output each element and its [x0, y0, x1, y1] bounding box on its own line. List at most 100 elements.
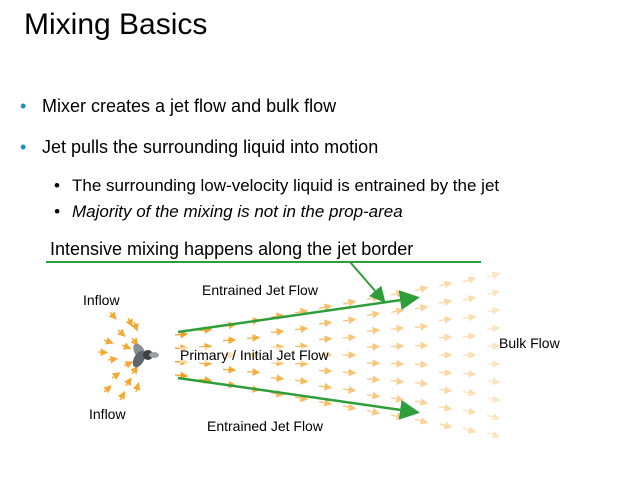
flow-arrow [342, 298, 357, 307]
flow-arrow [438, 333, 453, 342]
flow-arrow [103, 337, 114, 345]
label-inflow-bottom: Inflow [89, 406, 126, 422]
flow-arrow [390, 324, 405, 333]
bullet-dot: • [20, 137, 27, 157]
bullet-2: • Jet pulls the surrounding liquid into … [20, 137, 379, 158]
flow-arrow [486, 395, 501, 403]
flow-arrow [486, 271, 501, 280]
flow-arrow [121, 342, 132, 350]
flow-arrow [103, 385, 112, 394]
flow-arrow [438, 315, 453, 324]
label-entrained-bottom: Entrained Jet Flow [207, 418, 323, 434]
flow-arrow [342, 385, 357, 394]
flow-arrow [366, 375, 381, 384]
flow-arrow [366, 326, 381, 335]
flow-arrow [462, 332, 477, 341]
flow-arrow [294, 308, 309, 316]
flow-arrow [486, 324, 501, 333]
jet-border-top-arrow [177, 290, 420, 334]
flow-arrow [270, 312, 285, 321]
flow-arrow [294, 394, 309, 402]
flow-arrow [462, 276, 477, 284]
flow-arrow [174, 330, 189, 339]
flow-arrow [117, 391, 126, 401]
flow-arrow [390, 307, 405, 316]
flow-arrow [117, 328, 126, 337]
label-entrained-top: Entrained Jet Flow [202, 282, 318, 298]
flow-arrow [294, 325, 309, 334]
flow-arrow [270, 374, 285, 383]
flow-arrow [342, 316, 357, 325]
flow-arrow [486, 289, 501, 297]
flow-arrow [438, 403, 453, 412]
flow-arrow [414, 398, 429, 406]
flow-arrow [131, 321, 139, 332]
flow-arrow [414, 322, 429, 331]
jet-border-underline [46, 261, 481, 263]
bullet-dot: • [20, 96, 27, 116]
flow-arrow [132, 382, 141, 393]
flow-arrow [318, 398, 333, 407]
flow-arrow [462, 407, 477, 415]
flow-arrow [486, 413, 501, 421]
flow-arrow [414, 379, 429, 388]
flow-arrow [246, 368, 261, 376]
flow-arrow [366, 310, 381, 319]
flow-arrow [438, 280, 453, 289]
flow-arrow [462, 426, 477, 434]
flow-arrow [318, 319, 333, 328]
flow-arrow [486, 377, 501, 386]
bullet-1: • Mixer creates a jet flow and bulk flow [20, 96, 337, 117]
flow-arrow [97, 348, 109, 357]
flow-arrow [390, 289, 405, 298]
flow-arrow [438, 421, 453, 430]
flow-arrow [174, 371, 189, 380]
flow-arrow [462, 369, 477, 378]
flow-arrow [318, 335, 333, 344]
flow-arrow [462, 388, 477, 397]
pointer-arrow [349, 261, 386, 304]
flow-arrow [486, 307, 501, 315]
flow-arrow [318, 366, 333, 375]
flow-arrow [107, 355, 119, 364]
flow-arrow [390, 412, 405, 421]
highlight-text: Intensive mixing happens along the jet b… [50, 239, 414, 259]
flow-arrow [318, 382, 333, 391]
flow-arrow [366, 407, 381, 416]
flow-arrow [486, 430, 501, 439]
flow-arrow [438, 298, 453, 307]
flow-arrow [390, 377, 405, 386]
sub-bullet-dot: • [54, 202, 60, 221]
flow-arrow [222, 365, 237, 374]
flow-arrow [366, 294, 381, 303]
flow-arrow [124, 377, 132, 387]
flow-arrow [246, 334, 261, 342]
flow-arrow [366, 391, 381, 400]
flow-arrow [198, 326, 213, 334]
flow-arrow [222, 336, 237, 345]
bullet-2-text: Jet pulls the surrounding liquid into mo… [42, 137, 379, 157]
flow-arrow [390, 394, 405, 403]
flow-arrow [198, 376, 213, 384]
flow-arrow [270, 389, 285, 398]
flow-arrow-field [97, 271, 501, 439]
flow-arrow [123, 361, 134, 369]
flow-arrow [414, 417, 429, 425]
label-inflow-top: Inflow [83, 292, 120, 308]
flow-arrow [111, 372, 121, 380]
sub-bullet-2: • Majority of the mixing is not in the p… [54, 202, 403, 222]
slide-title: Mixing Basics [24, 8, 208, 41]
flow-arrow [108, 311, 117, 320]
flow-arrow [462, 313, 477, 322]
flow-arrow [342, 368, 357, 377]
flow-arrow [414, 285, 429, 293]
sub-bullet-1-text: The surrounding low-velocity liquid is e… [72, 176, 500, 195]
jet-border-bottom-arrow [177, 376, 420, 420]
flow-arrow [294, 376, 309, 385]
flow-arrow [414, 304, 429, 312]
flow-arrow [438, 368, 453, 377]
flow-arrow [270, 327, 285, 336]
bullet-1-text: Mixer creates a jet flow and bulk flow [42, 96, 337, 116]
flow-arrow [462, 295, 477, 303]
